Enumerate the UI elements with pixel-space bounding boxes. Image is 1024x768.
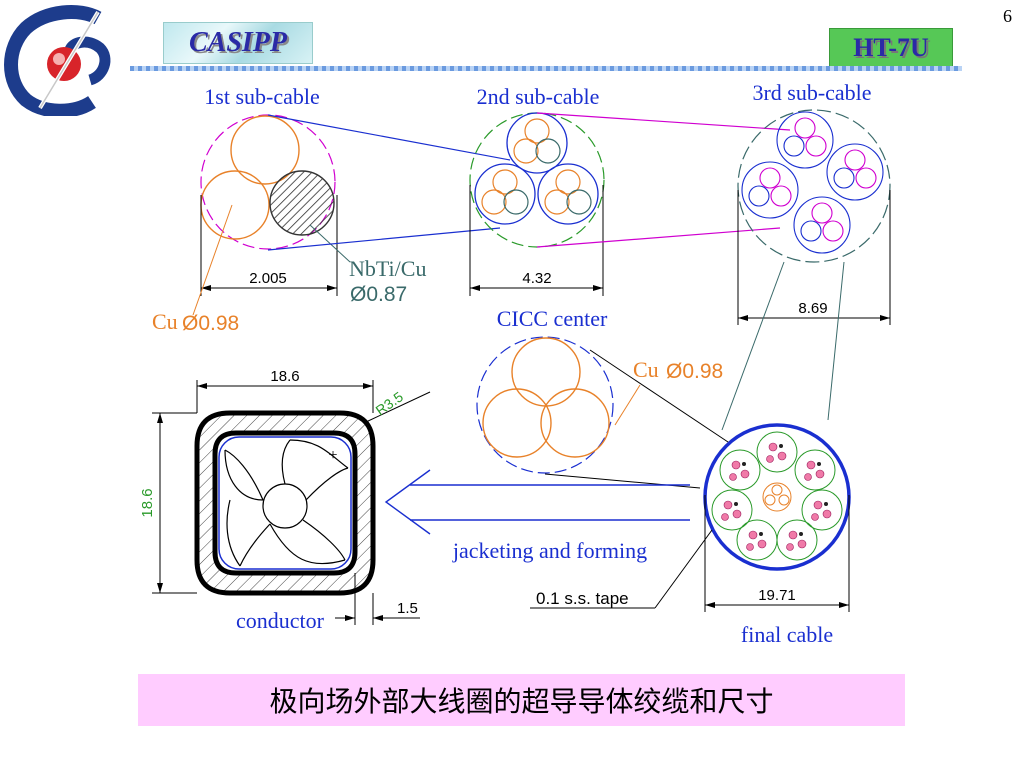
sub3-dim: 8.69 <box>798 300 827 317</box>
cu-diameter-2: Ø0.98 <box>666 360 723 383</box>
nbti-label: NbTi/Cu <box>349 256 426 281</box>
conductor-height: 18.6 <box>139 488 156 517</box>
page-number: 6 <box>1003 6 1012 26</box>
corner-radius: R3.5 <box>373 388 407 418</box>
process-arrow <box>384 469 690 535</box>
sub2-dim: 4.32 <box>522 270 551 287</box>
ht7u-badge: HT-7U <box>829 28 953 68</box>
sub3-title: 3rd sub-cable <box>752 80 871 105</box>
wall-thickness: 1.5 <box>397 600 418 617</box>
nbti-diameter: Ø0.87 <box>350 283 407 306</box>
final-cable <box>530 423 851 612</box>
sub1-dim: 2.005 <box>249 270 287 287</box>
slide-caption: 极向场外部大线圈的超导导体绞缆和尺寸 <box>138 674 905 726</box>
institute-logo <box>4 5 111 116</box>
tape-label: 0.1 s.s. tape <box>536 589 629 608</box>
cu-diameter-1: Ø0.98 <box>182 312 239 335</box>
sub1-title: 1st sub-cable <box>204 84 319 109</box>
first-subcable <box>192 114 351 316</box>
third-subcable <box>721 109 891 431</box>
second-subcable <box>469 112 605 296</box>
cu-label-2: Cu <box>633 357 659 382</box>
conductor-title: conductor <box>236 608 325 633</box>
casipp-badge: CASIPP <box>163 22 313 64</box>
sub2-title: 2nd sub-cable <box>477 84 600 109</box>
cu-label-1: Cu <box>152 309 178 334</box>
header-rule <box>130 66 962 71</box>
svg-text:+: + <box>328 447 337 464</box>
conductor-section: + <box>152 380 431 625</box>
conductor-width: 18.6 <box>270 368 299 385</box>
final-cable-title: final cable <box>741 622 833 647</box>
cicc-center-title: CICC center <box>497 306 608 331</box>
final-cable-dim: 19.71 <box>758 587 796 604</box>
process-label: jacketing and forming <box>452 538 647 563</box>
